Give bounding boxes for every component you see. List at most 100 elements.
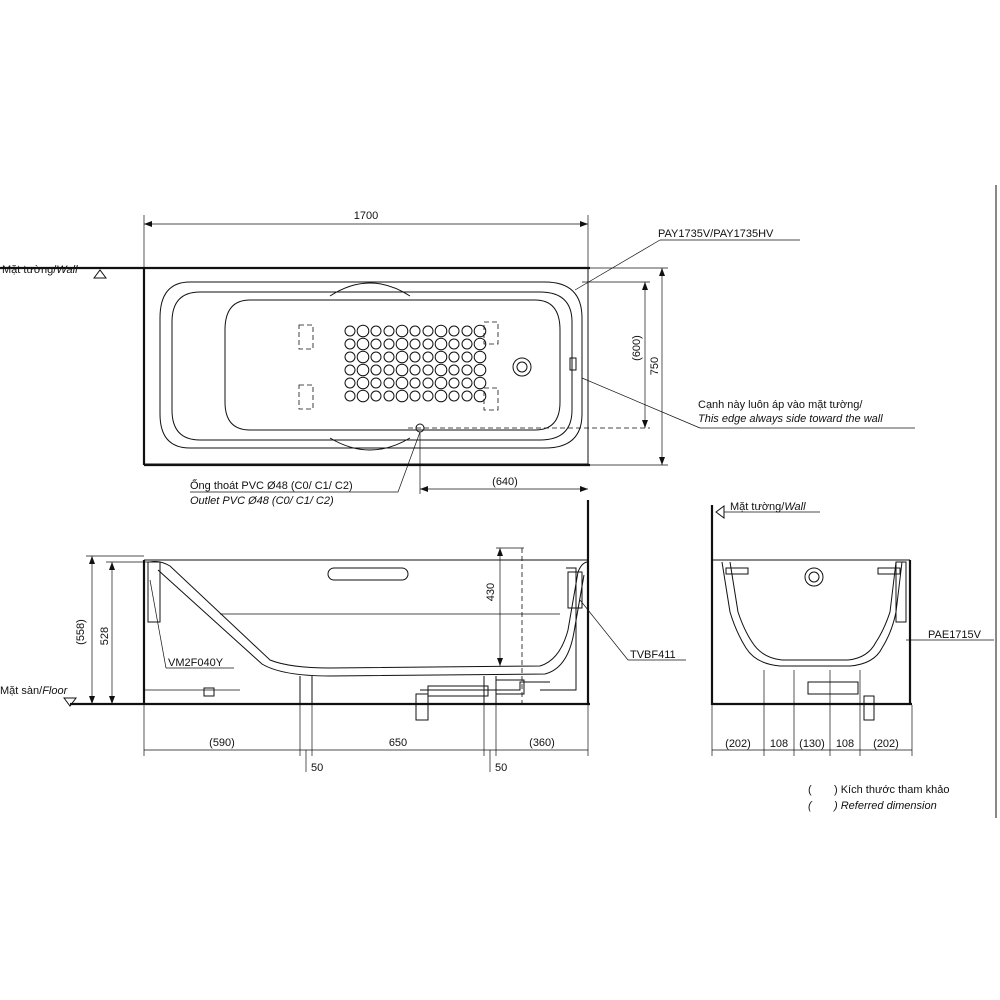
anti-slip-dot-icon [422,351,434,363]
anti-slip-dots [344,324,487,403]
legend-paren-2: ( [808,800,813,812]
outlet-label-vi: Ống thoát PVC Ø48 (C0/ C1/ C2) [190,478,353,492]
anti-slip-dot-icon [461,364,473,376]
anti-slip-dot-icon [434,389,448,403]
floor-label: Mặt sàn/Floor [0,685,69,697]
anti-slip-dot-icon [395,324,409,338]
dim-a: (202) [725,738,751,750]
overflow-pipe [540,567,577,691]
part-drain: TVBF411 [630,649,676,661]
anti-slip-dot-icon [422,325,434,337]
dim-inner-width: (600) [631,335,643,361]
anti-slip-dot-icon [422,364,434,376]
arrow-icon [580,221,588,227]
side-fitting-icon [569,357,577,371]
dim-d: 108 [836,738,854,750]
overflow-fitting-icon [567,571,583,609]
edge-note-en: This edge always side toward the wall [698,413,883,425]
anti-slip-dot-icon [383,338,395,350]
anti-slip-dot-icon [383,390,395,402]
anti-slip-dot-icon [344,390,356,402]
overflow-icon [804,567,824,587]
anti-slip-dot-icon [409,390,421,402]
dim-leg-right: 50 [495,762,507,774]
anti-slip-dot-icon [461,325,473,337]
anti-slip-dot-icon [448,351,460,363]
end-wall-label: Mặt tường/Wall [730,501,806,513]
anti-slip-dot-icon [461,377,473,389]
leg-pad-icon [203,687,215,697]
anti-slip-dot-icon [370,364,382,376]
end-tub-profile [721,561,903,667]
rim-outer [159,281,583,449]
anti-slip-dot-icon [448,325,460,337]
leader-line [579,599,629,661]
tub-profile-outer [157,569,585,677]
anti-slip-dot-icon [422,377,434,389]
drain-trap-icon [427,685,489,697]
anti-slip-dot-icon [473,389,487,403]
anti-slip-dot-icon [448,364,460,376]
anti-slip-dot-icon [434,337,448,351]
arrow-icon [420,486,428,492]
anti-slip-dot-icon [434,363,448,377]
tub-profile [149,561,589,669]
anti-slip-dot-icon [422,338,434,350]
handle-top [329,282,411,297]
dim-leg-left: 50 [311,762,323,774]
arrow-icon [642,282,648,290]
anti-slip-dot-icon [448,390,460,402]
rim-inner [171,291,573,441]
anti-slip-dot-icon [473,363,487,377]
anti-slip-dot-icon [395,363,409,377]
arrow-icon [144,221,152,227]
pad-icon [298,384,314,410]
floor-marker-icon [63,697,77,707]
leader-line [397,431,421,493]
pad-icon [483,321,499,345]
arrow-icon [109,696,115,704]
anti-slip-dot-icon [356,376,370,390]
anti-slip-dot-icon [473,350,487,364]
dim-depth: 430 [485,583,497,601]
arrow-icon [642,420,648,428]
overflow-inner-icon [516,361,528,373]
dim-total-height: (558) [75,619,87,645]
anti-slip-dot-icon [344,364,356,376]
anti-slip-dot-icon [395,376,409,390]
dim-mid: 650 [389,737,407,749]
anti-slip-dot-icon [344,325,356,337]
anti-slip-dot-icon [383,325,395,337]
anti-slip-dot-icon [434,350,448,364]
dim-rim-height: 528 [99,627,111,645]
anti-slip-dot-icon [434,324,448,338]
anti-slip-dot-icon [473,337,487,351]
anti-slip-dot-icon [344,338,356,350]
anti-slip-dot-icon [344,351,356,363]
bracket-icon [877,567,901,575]
basin-outline [224,299,561,431]
wall-marker-icon [715,505,725,519]
drain-pipe [420,681,550,691]
anti-slip-dot-icon [356,324,370,338]
handle-bottom [329,437,411,451]
arrow-icon [580,486,588,492]
anti-slip-dot-icon [409,351,421,363]
wall-marker-icon [93,269,107,279]
drain-trap-icon [807,681,859,695]
dim-width: 750 [649,357,661,375]
anti-slip-dot-icon [356,337,370,351]
anti-slip-dot-icon [409,325,421,337]
arrow-icon [659,268,665,276]
drain-body-icon [495,679,525,695]
edge-note-vi: Cạnh này luôn áp vào mặt tường/ [698,399,863,411]
overflow-icon [512,357,532,377]
anti-slip-dot-icon [383,364,395,376]
part-leg: VM2F040Y [168,657,224,669]
anti-slip-dot-icon [383,377,395,389]
dim-c: (130) [799,738,825,750]
dim-e: (202) [873,738,899,750]
wall-label: Mặt tường/Wall [2,264,78,276]
bracket-icon [725,567,749,575]
legend-paren-1: ( [808,784,812,796]
